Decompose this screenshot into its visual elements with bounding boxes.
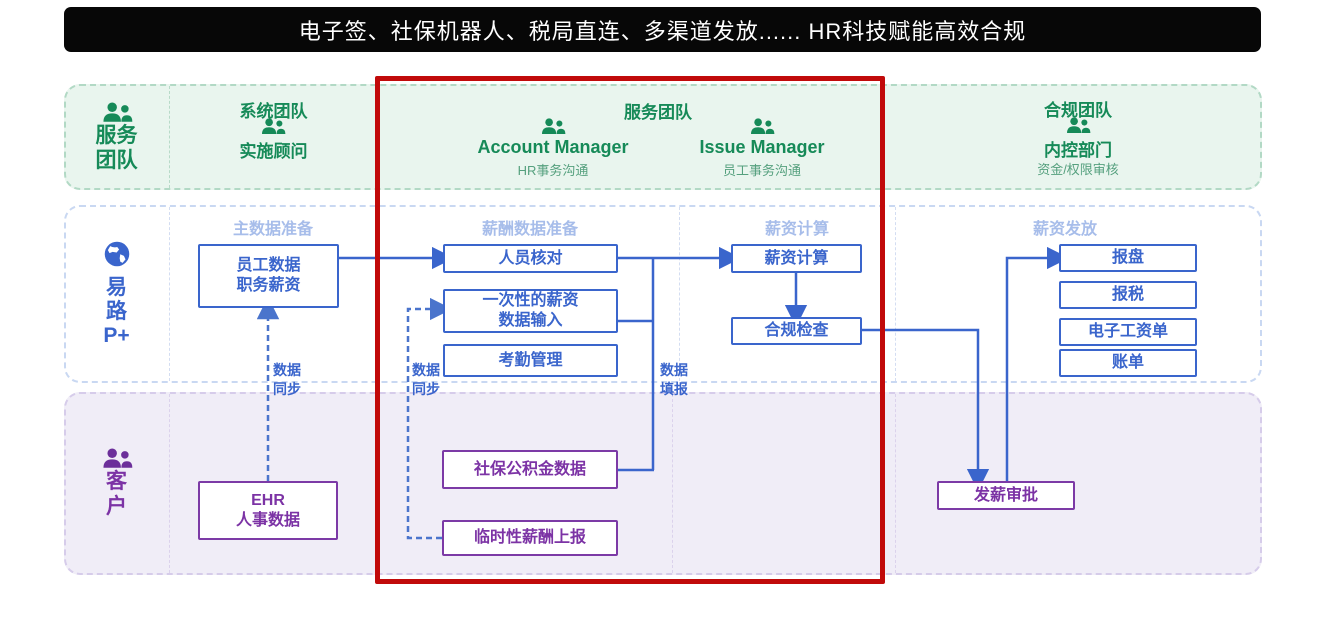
box-employee-data: 员工数据 职务薪资: [198, 244, 339, 308]
box-personnel-check: 人员核对: [443, 244, 618, 273]
lane-label-customer: 客 户: [64, 392, 169, 575]
system-team-subtitle: 实施顾问: [239, 142, 308, 161]
lane-label-platform: 易 路 P+: [64, 205, 169, 383]
box-line: 职务薪资: [236, 277, 301, 294]
column-header-master-data: 主数据准备: [232, 221, 313, 238]
edge-label-line: 数据: [273, 362, 301, 378]
lane-label-line: 易: [106, 276, 127, 299]
box-line: 数据输入: [498, 312, 563, 329]
box-onetime-salary-input: 一次性的薪资 数据输入: [443, 289, 618, 333]
box-line: 人事数据: [235, 511, 300, 529]
connector-temp-salary-sync: [406, 297, 453, 540]
box-attendance: 考勤管理: [443, 344, 618, 377]
box-bill: 账单: [1059, 349, 1197, 377]
box-line: 员工数据: [236, 257, 301, 274]
lane-divider: [895, 394, 896, 573]
service-group-title: 服务团队: [624, 103, 692, 122]
column-header-salary-calc: 薪资计算: [764, 221, 829, 238]
lane-divider: [895, 207, 896, 381]
connector-compliance-to-approval: [862, 328, 990, 492]
column-header-payroll-prep: 薪酬数据准备: [481, 221, 578, 238]
box-line: 电子工资单: [1087, 323, 1168, 340]
box-salary-calc: 薪资计算: [731, 244, 862, 273]
edge-label-line: 填报: [660, 381, 688, 397]
column-header-salary-payout: 薪资发放: [1032, 221, 1097, 238]
lane-divider: [672, 394, 673, 573]
box-social-fund-data: 社保公积金数据: [442, 450, 618, 489]
account-manager-desc: HR事务沟通: [517, 163, 589, 178]
compliance-team-title: 合规团队: [1044, 101, 1112, 120]
lane-divider: [169, 86, 170, 188]
box-line: 合规检查: [764, 322, 829, 339]
box-line: 考勤管理: [498, 351, 563, 369]
banner: 电子签、社保机器人、税局直连、多渠道发放...... HR科技赋能高效合规: [64, 7, 1261, 52]
box-line: 薪资计算: [764, 249, 829, 267]
box-line: 报税: [1111, 286, 1144, 303]
banner-text: 电子签、社保机器人、税局直连、多渠道发放...... HR科技赋能高效合规: [298, 18, 1027, 44]
lane-label-line: 路: [106, 300, 127, 323]
lane-divider: [679, 207, 680, 381]
compliance-team-subtitle: 内控部门: [1044, 141, 1112, 160]
compliance-team-desc: 资金/权限审核: [1037, 162, 1119, 177]
account-manager-name: Account Manager: [477, 137, 629, 157]
box-line: EHR: [251, 491, 285, 509]
box-line: 账单: [1111, 354, 1144, 371]
box-line: 临时性薪酬上报: [473, 529, 586, 546]
lane-label-line: 服务: [95, 123, 138, 147]
box-e-payslip: 电子工资单: [1059, 318, 1197, 346]
edge-label-data-sync: 数据 同步: [273, 361, 301, 399]
box-temp-salary-report: 临时性薪酬上报: [442, 520, 618, 556]
box-line: 社保公积金数据: [473, 460, 586, 478]
edge-label-line: 同步: [412, 381, 440, 397]
lane-divider: [169, 394, 170, 573]
lane-divider: [169, 207, 170, 381]
edge-label-data-fill: 数据 填报: [660, 361, 688, 399]
system-team-title: 系统团队: [239, 102, 308, 121]
lane-label-line: P+: [103, 324, 130, 347]
lane-label-line: 团队: [95, 148, 138, 172]
edge-label-line: 同步: [273, 381, 301, 397]
box-line: 人员核对: [498, 249, 563, 267]
connector-approval-to-payout: [1005, 246, 1070, 481]
issue-manager-name: Issue Manager: [699, 137, 825, 157]
lane-label-service-team: 服务 团队: [64, 84, 169, 190]
lane-service-team: [64, 84, 1262, 190]
edge-label-data-sync: 数据 同步: [412, 361, 440, 399]
box-tax-report: 报税: [1059, 281, 1197, 309]
box-compliance-check: 合规检查: [731, 317, 862, 345]
edge-label-line: 数据: [660, 362, 688, 378]
edge-label-line: 数据: [412, 362, 440, 378]
box-ehr: EHR 人事数据: [198, 481, 338, 540]
lane-label-line: 户: [106, 495, 127, 518]
issue-manager-desc: 员工事务沟通: [722, 163, 801, 178]
lane-label-line: 客: [106, 470, 127, 493]
box-line: 报盘: [1111, 249, 1144, 266]
box-line: 一次性的薪资: [482, 292, 579, 309]
box-line: 发薪审批: [973, 486, 1038, 504]
box-payout-approval: 发薪审批: [937, 481, 1075, 510]
box-payout-disk: 报盘: [1059, 244, 1197, 272]
